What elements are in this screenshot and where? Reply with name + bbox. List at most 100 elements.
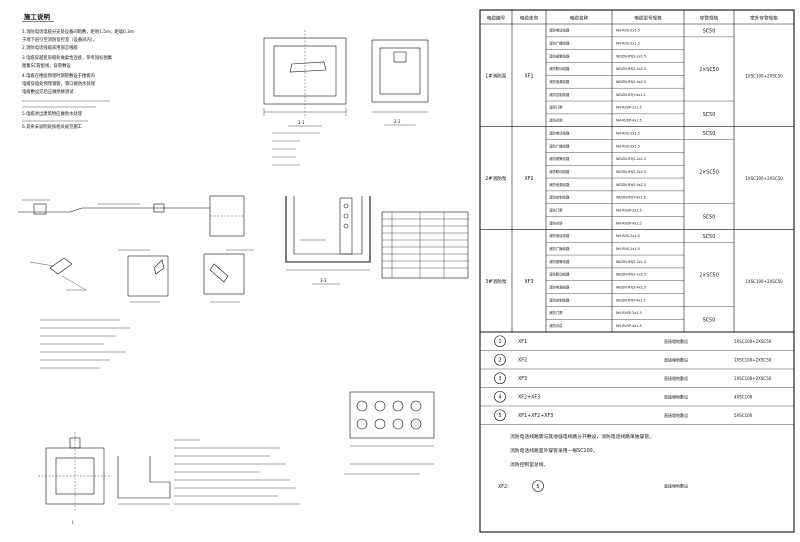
route-number-circle bbox=[494, 390, 506, 403]
detail-sketch-1 bbox=[29, 257, 87, 291]
bottom-plan-drawing: Ⅰ bbox=[38, 432, 112, 525]
pipe-size: SC50 bbox=[703, 215, 716, 221]
cable-name: 消防控制线路 bbox=[549, 92, 570, 97]
route-number: 3 bbox=[498, 376, 501, 382]
cable-name: 消防电源线路 bbox=[549, 284, 570, 289]
cable-name: 消防门禁 bbox=[549, 105, 563, 110]
cable-spec: WDZN-KYJY-4x1.5 bbox=[616, 196, 646, 200]
note-line: 电缆穿墙处预埋钢管，管口做防水处理 bbox=[22, 80, 96, 87]
cable-spec: WDZN-KYJY-4x1.5 bbox=[616, 93, 646, 97]
section-label-3-3: 3-3 bbox=[320, 278, 327, 283]
footnote: 消防电话线路室外穿管采用一根SC100。 bbox=[510, 447, 598, 454]
cable-spec: NH-RVS-2x1.5 bbox=[616, 234, 640, 238]
cable-route-plan bbox=[18, 195, 245, 237]
cable-spec: WDZN-RYJS-2x1.5 bbox=[616, 54, 646, 58]
note-line: 2.消防电话线缆采用铜芯线缆 bbox=[22, 44, 78, 51]
table-header-cell: 电缆名称 bbox=[570, 15, 589, 22]
middle-notes bbox=[40, 319, 130, 369]
cable-name: 消防报警线路 bbox=[549, 259, 570, 264]
cable-spec: NH-RVS-2x1.5 bbox=[616, 131, 640, 135]
route-name: XF1 bbox=[518, 339, 527, 345]
outdoor-pipe: 1XSC100+2XSC50 bbox=[745, 279, 783, 284]
cable-name: 消防联动线路 bbox=[549, 169, 570, 174]
detail-sketch-2 bbox=[118, 249, 169, 303]
route-number-circle bbox=[494, 409, 506, 422]
note-line: 1.消防电话电缆分支处设备间暗敷，距地1.5m，距墙0.3m bbox=[22, 28, 134, 35]
route-number: 1 bbox=[498, 339, 501, 345]
note-line: 图集SC管配线，穿管敷设 bbox=[22, 62, 71, 69]
note-line: 于地下层引至消防监控室（设备间内）。 bbox=[22, 36, 97, 43]
pipe-size: SC50 bbox=[703, 234, 716, 240]
cable-name: 消防电话线路 bbox=[549, 130, 570, 135]
route-number: 4 bbox=[498, 395, 501, 401]
cable-spec: WDZN-RYJS-2x1.5 bbox=[616, 157, 646, 161]
table-header-cell: 电缆走向 bbox=[520, 15, 539, 22]
route-number: 2 bbox=[498, 358, 501, 364]
legend-method: 直接埋地敷设 bbox=[664, 483, 688, 489]
cable-name: 消防广播线路 bbox=[549, 143, 570, 148]
footnote: 消防电话线路需与其他强电线路分开敷设，消防电话线路单独穿管。 bbox=[510, 433, 654, 440]
pipe-size: SC50 bbox=[703, 28, 716, 34]
cable-spec: WDZN-RYJS-2x2.5 bbox=[616, 67, 646, 71]
laying-method: 直接埋地敷设 bbox=[664, 338, 688, 344]
duct-bank-section bbox=[344, 391, 435, 475]
cable-name: 消防门禁 bbox=[549, 207, 563, 212]
cable-name: 消防门禁 bbox=[549, 310, 563, 315]
cable-spec: WDZN-RYJS-2x1.5 bbox=[616, 260, 646, 264]
table-header-cell: 室外穿管规格 bbox=[750, 15, 778, 22]
legend-number: 5 bbox=[536, 484, 539, 490]
cable-name: 消防联动线路 bbox=[549, 66, 570, 71]
route-pipe: 1XSC100+2XSC50 bbox=[734, 357, 772, 362]
cable-name: 消防报警线路 bbox=[549, 53, 570, 58]
cable-spec: NH-RVSP-4x1.5 bbox=[616, 119, 642, 123]
cable-name: 消防电源线路 bbox=[549, 79, 570, 84]
outdoor-pipe: 1XSC100+2XSC50 bbox=[745, 176, 783, 181]
cable-name: 消防广播线路 bbox=[549, 246, 570, 251]
cable-name: 消防报警线路 bbox=[549, 156, 570, 161]
route-pipe: 1XSC100+2XSC50 bbox=[734, 339, 772, 344]
group-code: XF1 bbox=[524, 73, 533, 79]
legend-label: XF2: bbox=[498, 484, 509, 490]
group-name: 3#消防泵 bbox=[485, 278, 507, 285]
cable-spec: WDZN-RYJS-4x2.5 bbox=[616, 183, 646, 187]
section-label-i: Ⅰ bbox=[72, 520, 73, 525]
cable-spec: NH-RVS-2x1.5 bbox=[616, 247, 640, 251]
table-header-cell: 电缆编号 bbox=[487, 15, 506, 22]
route-number: 5 bbox=[498, 413, 501, 419]
pipe-size: 2×SC50 bbox=[699, 67, 719, 73]
cable-name: 消防电话线路 bbox=[549, 28, 570, 33]
route-pipe: 1XSC100+2XSC50 bbox=[734, 376, 772, 381]
footnote: 消防控制室总线。 bbox=[510, 461, 548, 468]
note-line: 3.电缆穿越变形缝处做柔性连接，参考国标图集 bbox=[22, 54, 113, 61]
outdoor-pipe: 1XSC100+2XSC50 bbox=[745, 73, 783, 78]
cable-spec: WDZN-RYJS-4x2.5 bbox=[616, 80, 646, 84]
cable-name: 消防电源线路 bbox=[549, 182, 570, 187]
construction-notes: 施工说明 1.消防电话电缆分支处设备间暗敷，距地1.5m，距墙0.3m 于地下层… bbox=[22, 12, 134, 130]
cable-trench-section: 3-3 bbox=[285, 196, 371, 285]
cable-name: 消防控制线路 bbox=[549, 297, 570, 302]
cable-name: 消防对讲 bbox=[549, 323, 563, 328]
detail-sketch-3 bbox=[203, 249, 254, 303]
cable-spec: WDZN-RYJS-2x2.5 bbox=[616, 273, 646, 277]
section-2-2-drawing: 2-2 bbox=[371, 39, 429, 126]
pipe-size: SC50 bbox=[703, 112, 716, 118]
cable-spec: WDZN-RYJS-4x2.5 bbox=[616, 285, 646, 289]
cable-spec: NH-RVSP-2x1.5 bbox=[616, 106, 642, 110]
section-1-1-drawing: 1-1 bbox=[263, 30, 347, 166]
route-number-circle bbox=[494, 353, 506, 366]
route-pipe: 4XSC100 bbox=[734, 394, 753, 399]
table-header-cell: 电缆型号规格 bbox=[634, 15, 662, 22]
laying-method: 直接埋地敷设 bbox=[664, 393, 688, 399]
laying-method: 直接埋地敷设 bbox=[664, 412, 688, 418]
pipe-size: SC50 bbox=[703, 131, 716, 137]
legend-circle bbox=[532, 480, 544, 492]
cable-name: 消防联动线路 bbox=[549, 272, 570, 277]
group-name: 2#消防泵 bbox=[485, 175, 507, 182]
pipe-size: 2×SC50 bbox=[699, 170, 719, 176]
group-code: XF2 bbox=[524, 176, 533, 182]
cable-spec: NH-RVS-2x1.5 bbox=[616, 29, 640, 33]
table-header-cell: 穿管规格 bbox=[700, 15, 719, 22]
cable-name: 消防电话线路 bbox=[549, 233, 570, 238]
